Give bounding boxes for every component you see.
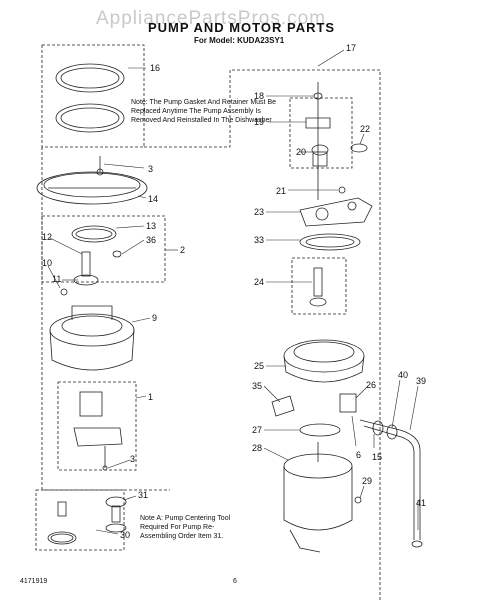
callout-23: 23: [254, 207, 264, 217]
drain-hose: [359, 419, 423, 548]
watermark: AppliancePartsPros.com: [96, 8, 327, 29]
callout-36: 36: [146, 235, 156, 245]
leader-lines: [47, 49, 419, 535]
callout-14: 14: [148, 194, 158, 204]
callout-25: 25: [254, 361, 264, 371]
centering-tool-note: Note A: Pump Centering Tool Required For…: [140, 515, 231, 540]
impeller-group-box: [41, 215, 166, 283]
pump-gasket-rings: [55, 63, 125, 133]
callout-3-upper: 3: [148, 164, 153, 174]
callout-41: 41: [416, 498, 426, 508]
motor-mount: [271, 339, 365, 417]
callout-21: 21: [276, 186, 286, 196]
callout-10: 10: [42, 258, 52, 268]
callout-13: 13: [146, 221, 156, 231]
callout-22: 22: [360, 124, 370, 134]
page-number: 6: [233, 578, 237, 585]
right-assembly-outline: [144, 69, 381, 600]
centering-tool: [47, 496, 127, 545]
seal-group-box: [289, 97, 353, 169]
callout-18: 18: [254, 91, 264, 101]
shaft-group-box: [291, 257, 347, 315]
callout-1: 1: [148, 392, 153, 402]
callout-19: 19: [254, 117, 264, 127]
motor-washer: [299, 423, 341, 437]
callout-20: 20: [296, 147, 306, 157]
callout-30: 30: [120, 530, 130, 540]
group-outlines: [35, 44, 381, 600]
callout-27: 27: [252, 425, 262, 435]
callout-9: 9: [152, 313, 157, 323]
gasket-group-box: [41, 44, 145, 148]
pump-plate: [299, 197, 373, 251]
tool-group-box: [35, 489, 125, 551]
callout-35: 35: [252, 381, 262, 391]
callout-29: 29: [362, 476, 372, 486]
chopper-group-box: [57, 381, 137, 471]
callout-24: 24: [254, 277, 264, 287]
callout-31: 31: [138, 490, 148, 500]
callout-33: 33: [254, 235, 264, 245]
callout-40: 40: [398, 370, 408, 380]
document-number: 4171919: [20, 578, 48, 585]
callouts: 16 17 18 19 20 22 3 21 14 23 13 12 36 2 …: [42, 43, 426, 540]
callout-6: 6: [356, 450, 361, 460]
callout-17: 17: [346, 43, 356, 53]
motor: [283, 442, 362, 553]
pump-housing: [49, 305, 135, 371]
diagram-title: PUMP AND MOTOR PARTS: [148, 20, 336, 35]
callout-15: 15: [372, 452, 382, 462]
model-subtitle: For Model: KUDA23SY1: [194, 36, 285, 45]
motor-shaft: [309, 267, 327, 307]
spray-plate: [36, 156, 148, 205]
callout-16: 16: [150, 63, 160, 73]
callout-11: 11: [52, 274, 61, 284]
callout-2: 2: [180, 245, 185, 255]
callout-28: 28: [252, 443, 262, 453]
callout-12: 12: [42, 232, 52, 242]
chopper-assembly: [73, 391, 123, 471]
callout-3-lower: 3: [130, 454, 135, 464]
callout-39: 39: [416, 376, 426, 386]
seal-parts: [305, 82, 368, 200]
callout-26: 26: [366, 380, 376, 390]
gasket-note: Note: The Pump Gasket And Retainer Must …: [131, 99, 277, 124]
impeller-parts: [60, 225, 122, 296]
